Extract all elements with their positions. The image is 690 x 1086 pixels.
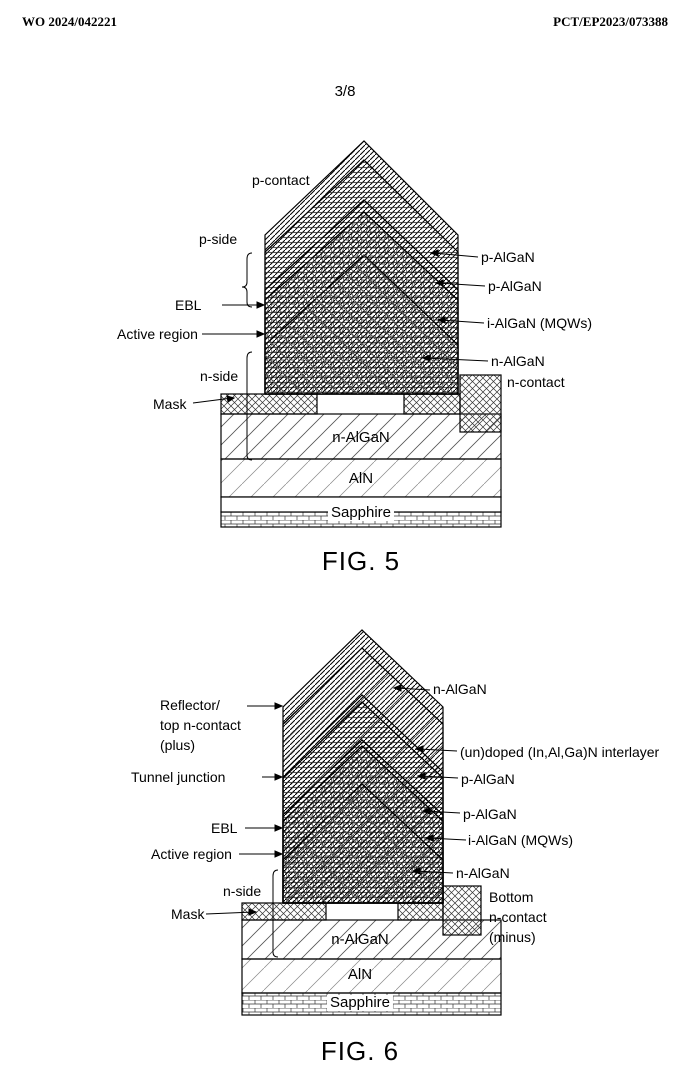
fig6-n-algan-top-label: n-AlGaN: [433, 681, 487, 697]
page-number: 3/8: [334, 83, 356, 100]
fig5-mask-label: Mask: [153, 396, 187, 412]
fig5-drawing: [192, 140, 502, 528]
fig5-n-contact-label: n-contact: [507, 374, 565, 390]
fig5-n-algan-base-label: n-AlGaN: [332, 429, 390, 446]
fig6-n-side-label: n-side: [223, 883, 262, 899]
fig6-bottom-n-contact-label: n-contact: [489, 909, 547, 925]
fig6-interlayer-label: (un)doped (In,Al,Ga)N interlayer: [460, 744, 660, 760]
fig5-n-side-label: n-side: [200, 368, 239, 384]
fig5-caption: FIG. 5: [321, 546, 401, 576]
fig5-n-algan-label: n-AlGaN: [491, 353, 545, 369]
fig6-ebl-label: EBL: [211, 820, 238, 836]
fig5-sapphire-label: Sapphire: [327, 505, 395, 521]
fig6-n-algan-base-label: n-AlGaN: [331, 931, 389, 948]
fig6-reflector-label: Reflector/: [160, 697, 220, 713]
fig6-aln-label: AlN: [347, 966, 373, 983]
fig5-p-side-label: p-side: [199, 231, 238, 247]
fig6-bottom-label: Bottom: [489, 889, 534, 905]
fig6-p-algan-label-2: p-AlGaN: [463, 806, 517, 822]
fig5-aln-label: AlN: [348, 470, 374, 487]
fig6-sapphire-label: Sapphire: [326, 995, 394, 1011]
publication-number: WO 2024/042221: [22, 14, 117, 29]
fig6-drawing: [205, 629, 502, 1016]
fig6-plus-label: (plus): [160, 737, 196, 753]
fig6-n-algan-label: n-AlGaN: [456, 865, 510, 881]
fig5-active-region-label: Active region: [117, 326, 198, 342]
fig6-caption: FIG. 6: [320, 1036, 400, 1066]
fig5-ebl-label: EBL: [175, 297, 202, 313]
fig5-p-algan-label-1: p-AlGaN: [481, 249, 535, 265]
fig5-p-contact-label: p-contact: [252, 172, 310, 188]
fig6-active-region-label: Active region: [151, 846, 232, 862]
fig5-i-algan-label: i-AlGaN (MQWs): [487, 315, 592, 331]
fig6-p-algan-label-1: p-AlGaN: [461, 771, 515, 787]
application-number: PCT/EP2023/073388: [553, 14, 668, 29]
fig5-p-algan-label-2: p-AlGaN: [488, 278, 542, 294]
fig6-i-algan-label: i-AlGaN (MQWs): [468, 832, 573, 848]
fig6-minus-label: (minus): [489, 929, 536, 945]
fig6-top-n-contact-label: top n-contact: [160, 717, 241, 733]
fig6-mask-label: Mask: [171, 906, 205, 922]
fig6-tunnel-junction-label: Tunnel junction: [131, 769, 226, 785]
